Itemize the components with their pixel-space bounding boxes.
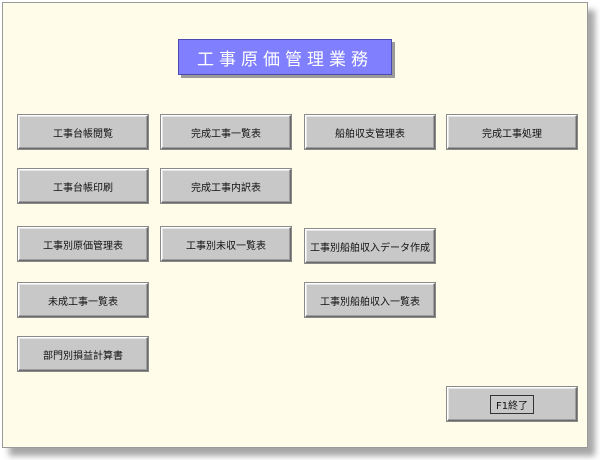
incomplete-projects-list-button[interactable]: 未成工事一覧表 — [17, 282, 149, 318]
exit-button-label: F1終了 — [489, 394, 535, 414]
ledger-print-button[interactable]: 工事台帳印刷 — [17, 168, 149, 204]
main-window: 工事原価管理業務 工事台帳閲覧 工事台帳印刷 工事別原価管理表 未成工事一覧表 … — [2, 2, 588, 448]
completed-projects-list-button[interactable]: 完成工事一覧表 — [160, 114, 292, 150]
completion-processing-button[interactable]: 完成工事処理 — [446, 114, 578, 150]
screen-title: 工事原価管理業務 — [178, 39, 392, 75]
receivables-by-project-button[interactable]: 工事別未収一覧表 — [160, 226, 292, 262]
exit-button[interactable]: F1終了 — [446, 386, 578, 422]
cost-management-by-project-button[interactable]: 工事別原価管理表 — [17, 226, 149, 262]
vessel-income-list-button[interactable]: 工事別船舶収入一覧表 — [304, 282, 436, 318]
department-pl-statement-button[interactable]: 部門別損益計算書 — [17, 336, 149, 372]
completed-projects-breakdown-button[interactable]: 完成工事内訳表 — [160, 168, 292, 204]
vessel-income-expense-button[interactable]: 船舶収支管理表 — [304, 114, 436, 150]
vessel-income-data-creation-button[interactable]: 工事別船舶収入データ作成 — [304, 228, 436, 264]
ledger-view-button[interactable]: 工事台帳閲覧 — [17, 114, 149, 150]
